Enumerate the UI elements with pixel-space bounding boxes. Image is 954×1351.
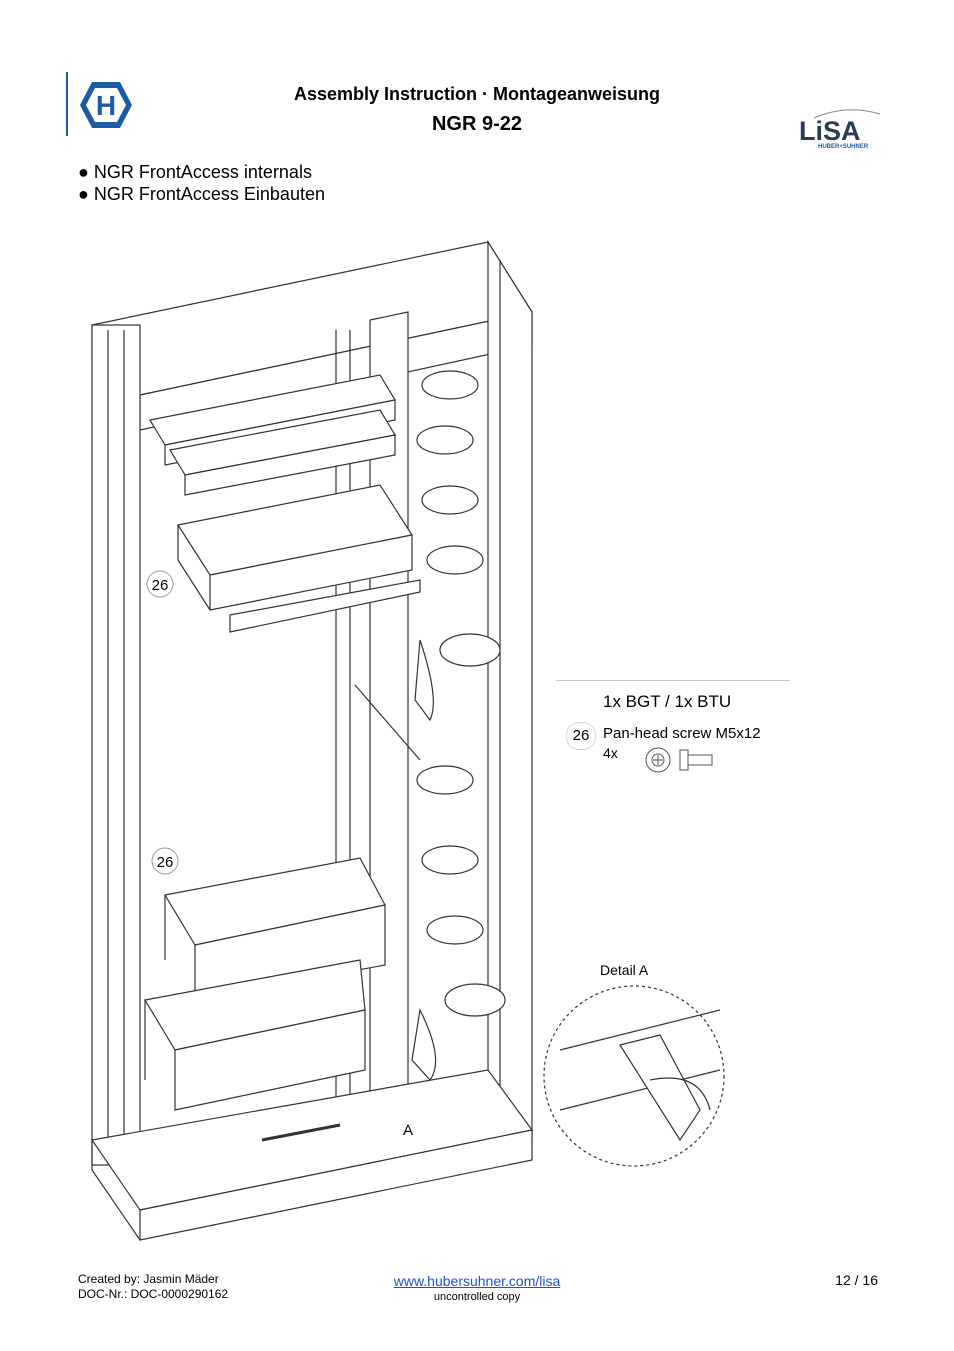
- created-by: Created by: Jasmin Mäder: [78, 1272, 219, 1286]
- lisa-logo-text: LiSA: [799, 116, 861, 146]
- lisa-logo: LiSA HUBER+SUHNER: [799, 109, 881, 150]
- parts-description: Pan-head screw M5x12: [603, 725, 761, 742]
- website-link[interactable]: www.hubersuhner.com/lisa: [393, 1273, 561, 1289]
- parts-divider: [556, 680, 790, 681]
- detail-a-label: Detail A: [600, 962, 649, 978]
- detail-a-marker: A: [403, 1122, 413, 1139]
- uncontrolled-copy-note: uncontrolled copy: [433, 1291, 521, 1303]
- parts-number-badge: 26: [566, 722, 596, 750]
- doc-number: DOC-Nr.: DOC-0000290162: [78, 1287, 229, 1301]
- document-title: Assembly Instruction · Montageanweisung: [293, 84, 661, 104]
- screw-icon: [645, 747, 713, 773]
- parts-title: 1x BGT / 1x BTU: [603, 692, 732, 711]
- page-number: 12 / 16: [835, 1272, 878, 1288]
- bullet-internals-en: ● NGR FrontAccess internals: [78, 162, 312, 182]
- product-name: NGR 9-22: [431, 113, 523, 135]
- logo-h-letter: H: [96, 90, 116, 121]
- callout-26-top: 26: [152, 577, 169, 594]
- bullet-internals-de: ● NGR FrontAccess Einbauten: [78, 184, 325, 204]
- footer-meta: Created by: Jasmin Mäder DOC-Nr.: DOC-00…: [78, 1272, 228, 1302]
- callout-26-bottom: 26: [157, 854, 174, 871]
- rack-assembly-drawing: 26 26 A: [90, 239, 725, 1241]
- lisa-logo-subtext: HUBER+SUHNER: [818, 144, 869, 150]
- huber-suhner-logo: H: [66, 72, 132, 136]
- parts-quantity: 4x: [603, 745, 618, 761]
- rack-left-upright: [91, 324, 141, 1166]
- cable-guides: [411, 370, 506, 1081]
